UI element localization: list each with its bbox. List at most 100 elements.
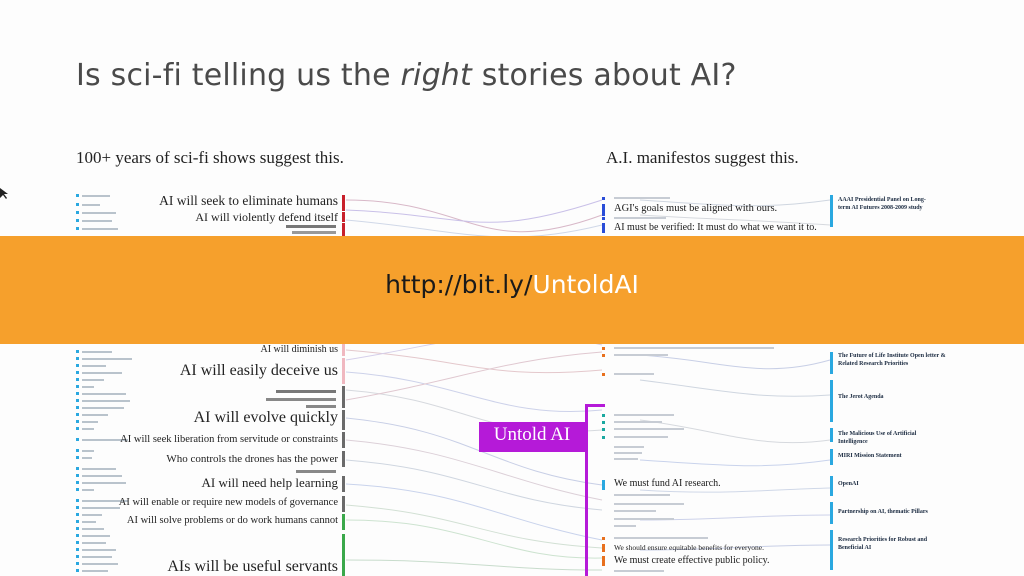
show-tick bbox=[76, 227, 79, 230]
claim-bar bbox=[342, 410, 345, 430]
manifesto-tick bbox=[602, 537, 605, 540]
claim-bar bbox=[342, 451, 345, 467]
show-tick bbox=[76, 513, 79, 516]
untold-ai-tag bbox=[479, 422, 585, 452]
show-tick bbox=[76, 357, 79, 360]
show-label bbox=[82, 428, 94, 430]
show-label bbox=[82, 450, 94, 452]
claim-bar bbox=[342, 358, 345, 384]
manifesto-tick bbox=[602, 556, 605, 566]
manifesto-minor bbox=[614, 421, 662, 423]
show-label bbox=[82, 457, 92, 459]
scifi-claim-minor bbox=[266, 398, 336, 401]
scifi-claim: AI will solve problems or do work humans… bbox=[126, 515, 338, 526]
title-text-after: stories about AI? bbox=[472, 58, 737, 93]
claim-bar bbox=[342, 212, 345, 222]
show-label bbox=[82, 351, 112, 353]
show-tick bbox=[76, 562, 79, 565]
document-title: MIRI Mission Statement bbox=[838, 453, 902, 459]
banner-link-prefix: http://bit.ly/ bbox=[385, 270, 533, 299]
document-bar bbox=[830, 530, 833, 570]
document-bar bbox=[830, 428, 833, 442]
show-tick bbox=[76, 392, 79, 395]
manifesto-minor bbox=[614, 436, 668, 438]
manifesto-minor bbox=[614, 197, 670, 199]
untold-bracket bbox=[585, 404, 588, 576]
flow-line bbox=[345, 504, 603, 549]
show-label bbox=[82, 400, 130, 402]
show-tick bbox=[76, 467, 79, 470]
manifesto-heading: A.I. manifestos suggest this. bbox=[606, 148, 799, 167]
show-label bbox=[82, 204, 100, 206]
show-tick bbox=[76, 548, 79, 551]
show-label bbox=[82, 500, 128, 502]
show-label bbox=[82, 521, 96, 523]
manifesto-minor bbox=[614, 452, 642, 454]
scifi-claim: AI will seek liberation from servitude o… bbox=[120, 434, 338, 445]
scifi-claim: AI will violently defend itself bbox=[195, 210, 338, 224]
claim-bar bbox=[342, 534, 345, 576]
show-tick bbox=[76, 420, 79, 423]
flow-line bbox=[345, 459, 603, 511]
document-bar bbox=[830, 502, 833, 524]
show-tick bbox=[76, 385, 79, 388]
show-label bbox=[82, 220, 112, 222]
flow-line bbox=[345, 371, 603, 413]
mouse-cursor-icon bbox=[0, 188, 8, 199]
document-bar bbox=[830, 449, 833, 465]
manifesto-minor bbox=[614, 510, 656, 512]
show-tick bbox=[76, 194, 79, 197]
show-tick bbox=[76, 413, 79, 416]
claim-bar bbox=[342, 344, 345, 356]
show-label bbox=[82, 489, 94, 491]
scifi-claim-minor bbox=[286, 225, 336, 228]
manifesto-minor bbox=[614, 570, 664, 572]
show-tick bbox=[76, 211, 79, 214]
show-tick bbox=[76, 481, 79, 484]
show-label bbox=[82, 439, 128, 441]
show-label bbox=[82, 372, 122, 374]
manifesto-minor bbox=[614, 518, 674, 520]
document-bar bbox=[830, 195, 833, 227]
show-tick bbox=[76, 406, 79, 409]
manifesto-minor bbox=[614, 525, 636, 527]
scifi-claim-minor bbox=[306, 405, 336, 408]
show-tick bbox=[76, 219, 79, 222]
show-label bbox=[82, 393, 126, 395]
flow-line bbox=[345, 219, 603, 238]
show-tick bbox=[76, 555, 79, 558]
document-title: OpenAI bbox=[838, 481, 859, 487]
scifi-claim: Who controls the drones has the power bbox=[166, 453, 338, 465]
manifesto-minor bbox=[614, 446, 644, 448]
manifesto-minor bbox=[614, 373, 654, 375]
manifesto-tick bbox=[602, 421, 605, 424]
manifesto-minor bbox=[614, 347, 774, 349]
document-title: AAAI Presidential Panel on Long-term AI … bbox=[838, 197, 926, 211]
show-label bbox=[82, 556, 112, 558]
show-tick bbox=[76, 371, 79, 374]
show-tick bbox=[76, 449, 79, 452]
manifesto-tick bbox=[602, 204, 605, 216]
manifesto-tick bbox=[602, 354, 605, 357]
scifi-claim: AI will enable or require new models of … bbox=[118, 497, 338, 508]
link-banner bbox=[0, 236, 1024, 344]
claim-bar bbox=[342, 476, 345, 492]
claim-bar bbox=[342, 195, 345, 211]
banner-link[interactable]: http://bit.ly/UntoldAI bbox=[0, 270, 1024, 299]
manifesto-tick bbox=[602, 373, 605, 376]
document-title: The Future of Life Institute Open letter… bbox=[838, 353, 946, 367]
title-text-before: Is sci-fi telling us the bbox=[76, 58, 401, 93]
show-tick bbox=[76, 506, 79, 509]
manifesto-tick bbox=[602, 414, 605, 417]
untold-bracket-top bbox=[585, 404, 605, 407]
show-tick bbox=[76, 569, 79, 572]
show-label bbox=[82, 535, 110, 537]
claim-bar bbox=[342, 514, 345, 530]
show-tick bbox=[76, 203, 79, 206]
show-tick bbox=[76, 488, 79, 491]
show-tick bbox=[76, 456, 79, 459]
scifi-claim-minor bbox=[292, 231, 336, 234]
flow-line bbox=[639, 214, 831, 226]
